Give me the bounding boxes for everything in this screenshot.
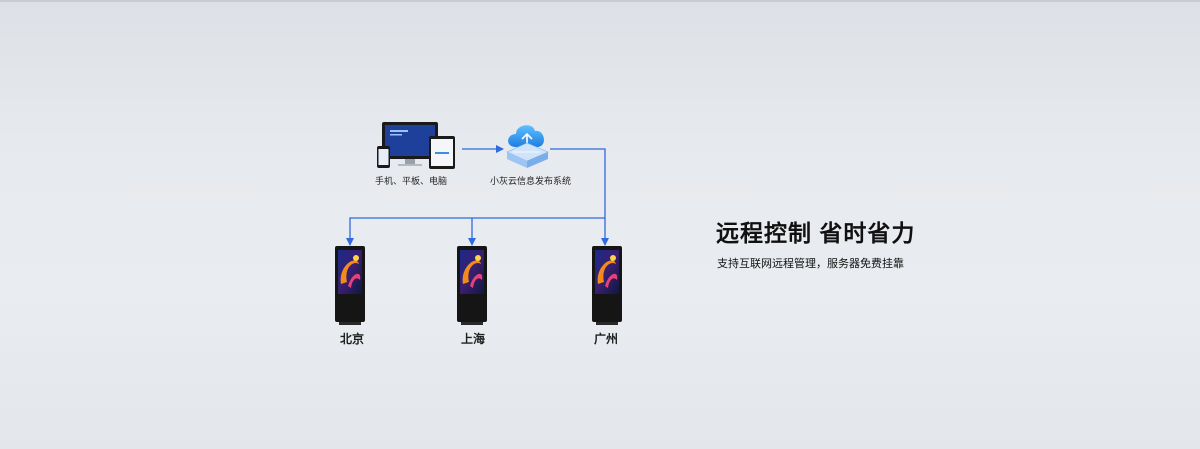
kiosk-label-guangzhou: 广州 — [594, 332, 619, 346]
kiosk-beijing — [335, 246, 365, 325]
cloud-server-icon — [506, 125, 549, 168]
headline: 远程控制 省时省力 — [716, 220, 916, 246]
devices-label: 手机、平板、电脑 — [375, 176, 448, 186]
cloud-system-label: 小灰云信息发布系统 — [490, 176, 572, 186]
kiosk-shanghai — [457, 246, 487, 325]
kiosk-guangzhou — [592, 246, 622, 325]
cloud-to-guangzhou-arrow — [550, 148, 609, 246]
top-border — [0, 0, 1200, 2]
subtitle: 支持互联网远程管理，服务器免费挂靠 — [717, 258, 904, 270]
devices-icon — [377, 122, 455, 169]
kiosk-label-shanghai: 上海 — [461, 332, 486, 346]
connection-lines — [346, 145, 609, 246]
kiosk-label-beijing: 北京 — [340, 332, 365, 346]
to-beijing-arrow — [346, 217, 605, 246]
kiosk-layer — [335, 246, 622, 325]
